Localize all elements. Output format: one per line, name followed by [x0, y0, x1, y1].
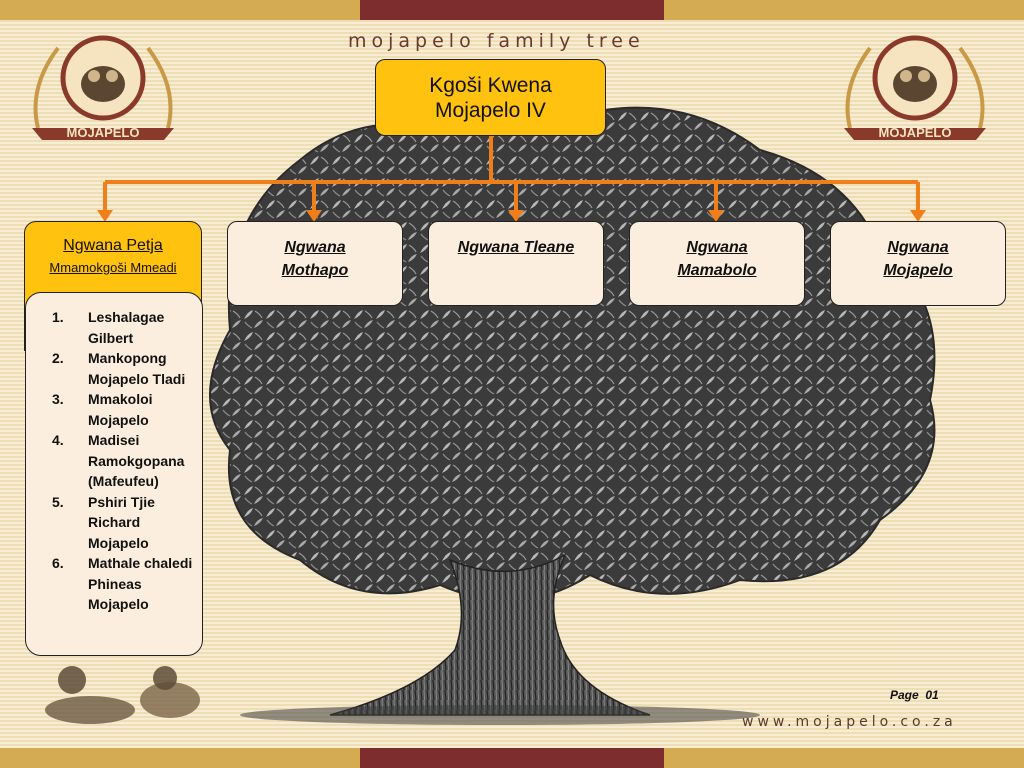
top-band: [0, 0, 1024, 20]
wild-dog-crest-icon: MOJAPELO: [32, 35, 174, 140]
root-node: Kgoši Kwena Mojapelo IV: [375, 59, 606, 136]
website-url: www.mojapelo.co.za: [742, 714, 957, 730]
branch-name: Ngwana Petja: [63, 237, 163, 254]
branch-name: Ngwana Mamabolo: [677, 239, 757, 279]
list-item: 3.Mmakoloi Mojapelo: [52, 391, 153, 428]
wild-dog-crest-icon: MOJAPELO: [844, 35, 986, 140]
branch-name: Ngwana Mojapelo: [883, 239, 953, 279]
list-item: 6.Mathale chaledi Phineas Mojapelo: [52, 555, 193, 612]
branch-name: Ngwana Mothapo: [281, 239, 349, 279]
list-item: 1.Leshalagae Gilbert: [52, 309, 165, 346]
list-item: 4.Madisei Ramokgopana (Mafeufeu): [52, 432, 185, 489]
branch-subtitle: Mmamokgoši Mmeadi: [49, 260, 177, 275]
tree-connectors: [103, 136, 920, 212]
wild-dogs-illustration-icon: [45, 666, 200, 724]
branch-node-mamabolo: Ngwana Mamabolo: [629, 221, 805, 306]
branch-name: Ngwana Tleane: [457, 239, 575, 256]
branch-node-tleane: Ngwana Tleane: [428, 221, 604, 306]
branch-node-mothapo: Ngwana Mothapo: [227, 221, 403, 306]
logo-text-left: MOJAPELO: [67, 125, 140, 140]
logo-text-right: MOJAPELO: [879, 125, 952, 140]
root-line-2: Mojapelo IV: [435, 98, 546, 122]
list-item: 5.Pshiri Tjie Richard Mojapelo: [52, 493, 155, 551]
petja-children-list: 1.Leshalagae Gilbert 2.Mankopong Mojapel…: [25, 292, 203, 656]
bottom-band: [0, 748, 1024, 768]
page-title: mojapelo family tree: [348, 30, 645, 52]
root-line-1: Kgoši Kwena: [429, 73, 552, 97]
branch-node-mojapelo: Ngwana Mojapelo: [830, 221, 1006, 306]
list-item: 2.Mankopong Mojapelo Tladi: [52, 350, 186, 387]
page-number: Page 01: [890, 688, 939, 702]
